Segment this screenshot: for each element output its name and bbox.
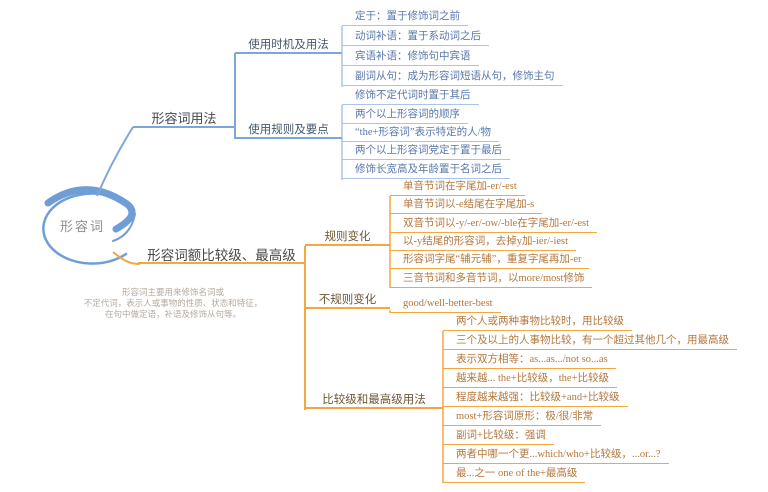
leaf-node[interactable]: 动词补语：置于系动词之后	[342, 29, 489, 46]
leaf-node[interactable]: 两个以上形容词的顺序	[342, 107, 468, 124]
leaf-node[interactable]: 最...之一 one of the+最高级	[443, 466, 586, 483]
leaf-node[interactable]: 两个以上形容词党定于置于最后	[342, 143, 510, 160]
connector-root-branch2	[112, 251, 141, 265]
leaf-node[interactable]: 定于：置于修饰词之前	[342, 9, 468, 26]
root-note: 形容词主要用来修饰名词或 不定代词，表示人或事物的性质、状态和特征， 在句中做定…	[58, 287, 288, 320]
root-ellipse-tail	[112, 213, 136, 242]
leaf-node[interactable]: 程度越来越强：比较级+and+比较级	[443, 390, 628, 407]
leaf-node[interactable]: 越来越... the+比较级，the+比较级	[443, 371, 617, 388]
root-ellipse-brush	[44, 186, 136, 233]
leaf-node[interactable]: 宾语补语：修饰句中宾语	[342, 49, 479, 66]
connector-root-branch1	[96, 126, 134, 197]
main-topic-adjective-usage[interactable]: 形容词用法	[133, 108, 235, 128]
leaf-node[interactable]: 两个人或两种事物比较时，用比较级	[443, 314, 632, 331]
leaf-node[interactable]: 副词从句：成为形容词短语从句，修饰主句	[342, 69, 563, 86]
leaf-node[interactable]: 以-y结尾的形容词，去掉y加-ier/-iest	[390, 234, 577, 251]
subtopic-usage-rules[interactable]: 使用规则及要点	[235, 121, 342, 139]
leaf-node[interactable]: most+形容词原形：极/很/非常	[443, 409, 602, 426]
subtopic-usage-timing[interactable]: 使用时机及用法	[235, 36, 342, 54]
subtopic-regular-change[interactable]: 规则变化	[305, 228, 390, 246]
leaf-node[interactable]: 三个及以上的人事物比较，有一个超过其他几个，用最高级	[443, 333, 737, 350]
leaf-node[interactable]: 形容词字尾“辅元辅”，重复字尾再加-er	[390, 252, 590, 269]
leaf-node[interactable]: 单音节词以-e结尾在字尾加-s	[390, 197, 543, 214]
subtopic-comparative-usage[interactable]: 比较级和最高级用法	[305, 391, 443, 409]
leaf-node[interactable]: 表示双方相等：as...as.../not so...as	[443, 352, 616, 369]
leaf-node[interactable]: 三音节词和多音节词，以more/most修饰	[390, 271, 593, 288]
root-note-line: 形容词主要用来修饰名词或	[121, 287, 224, 297]
root-note-line: 不定代词，表示人或事物的性质、状态和特征，	[83, 298, 263, 308]
leaf-node[interactable]: 修饰长宽高及年龄置于名词之后	[342, 162, 510, 179]
leaf-node[interactable]: good/well-better-best	[390, 296, 501, 313]
leaf-node[interactable]: 两者中哪一个更...which/who+比较级，...or...?	[443, 447, 669, 464]
root-note-line: 在句中做定语，补语及修饰从句等。	[104, 309, 241, 319]
main-topic-comparative-superlative[interactable]: 形容词额比较级、最高级	[138, 244, 305, 264]
leaf-node[interactable]: 双音节词以-y/-er/-ow/-ble在字尾加-er/-est	[390, 216, 598, 233]
leaf-node[interactable]: 单音节词在字尾加-er/-est	[390, 179, 525, 196]
root-topic[interactable]: 形容词	[60, 219, 106, 234]
leaf-node[interactable]: 副词+比较级：强调	[443, 428, 554, 445]
leaf-node[interactable]: “the+形容词”表示特定的人/物	[342, 125, 499, 142]
subtopic-irregular-change[interactable]: 不规则变化	[305, 291, 390, 309]
leaf-node[interactable]: 修饰不定代词时置于其后	[342, 88, 479, 105]
